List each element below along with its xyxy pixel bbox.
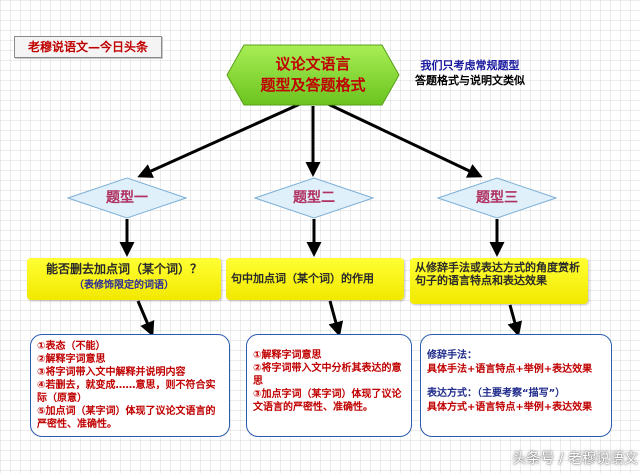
type1-question-box: 能否删去加点词（某个词）？ （表修饰限定的词语） (27, 258, 221, 300)
type3-diamond-shape (437, 177, 557, 219)
type2-node: 题型二 (254, 177, 374, 219)
type1-answer-line-2: ②解释字词意思 (37, 354, 106, 365)
type3-label: 题型三 (476, 190, 518, 206)
watermark: 头条号 / 老穆说语文 (512, 451, 638, 467)
type3-answer-line-4: 具体方式+语言特点+举例+表达效果 (427, 402, 593, 413)
type1-answer-line-4: ④若删去，就变成……意思，则不符合实际（原意） (37, 380, 216, 404)
type3-question: 从修辞手法或表达方式的角度赏析句子的语言特点和表达效果 (415, 261, 580, 287)
title-hexagon-shape (226, 44, 400, 106)
type2-answer-box: ①解释字词意思 ②将字词带入文中分析其表达的意思 ③加点字词（某字词）体现了议论… (246, 334, 412, 437)
type2-diamond-shape (254, 177, 374, 219)
side-note-line-2: 答题格式与说明文类似 (415, 74, 525, 87)
type1-answer-line-1: ①表态（不能） (37, 341, 106, 352)
type3-question-box: 从修辞手法或表达方式的角度赏析句子的语言特点和表达效果 (410, 258, 588, 304)
type3-answer-line-1: 修辞手法： (427, 350, 477, 361)
type1-answer-box: ①表态（不能） ②解释字词意思 ③将字词带入文中解释并说明内容 ④若删去，就变成… (30, 334, 230, 437)
type2-question: 句中加点词（某个词）的作用 (231, 272, 374, 285)
arrow-root-to-type1 (137, 102, 301, 178)
side-note-line-1: 我们只考虑常规题型 (420, 59, 520, 72)
type1-answer-line-5: ⑤加点词（某字词）体现了议论文语言的严密性、准确性。 (37, 406, 216, 430)
type3-answer-box: 修辞手法： 具体手法+语言特点+举例+表达效果 表达方式：（主要考察“描写”） … (420, 334, 612, 437)
title-line-1: 议论文语言 (275, 55, 351, 73)
title-line-2: 题型及答题格式 (260, 76, 366, 94)
type1-node: 题型一 (67, 177, 187, 219)
arrow-q2-to-a2 (328, 300, 344, 337)
arrow-q3-to-a3 (507, 304, 523, 337)
arrow-root-to-type3 (327, 102, 483, 178)
type2-answer-line-1: ①解释字词意思 (253, 350, 322, 361)
type2-answer-line-2: ②将字词带入文中分析其表达的意思 (253, 363, 402, 387)
type3-answer-line-2: 具体手法+语言特点+举例+表达效果 (427, 364, 593, 375)
type1-diamond-shape (67, 177, 187, 219)
type3-answer-line-3: 表达方式：（主要考察“描写”） (427, 388, 566, 399)
type1-question: 能否删去加点词（某个词）？ (45, 262, 202, 276)
type2-label: 题型二 (293, 190, 335, 206)
type1-answer-line-3: ③将字词带入文中解释并说明内容 (37, 367, 186, 378)
type2-question-box: 句中加点词（某个词）的作用 (226, 258, 404, 300)
brand-label: 老穆说语文—今日头条 (14, 36, 162, 58)
side-note: 我们只考虑常规题型 答题格式与说明文类似 (400, 58, 540, 88)
type1-label: 题型一 (106, 190, 148, 206)
title-node: 议论文语言 题型及答题格式 (226, 44, 400, 106)
type3-node: 题型三 (437, 177, 557, 219)
arrow-q1-to-a1 (136, 300, 155, 337)
type1-question-sub: （表修饰限定的词语） (74, 280, 174, 291)
type2-answer-line-3: ③加点字词（某字词）体现了议论文语言的严密性、准确性。 (253, 389, 402, 413)
